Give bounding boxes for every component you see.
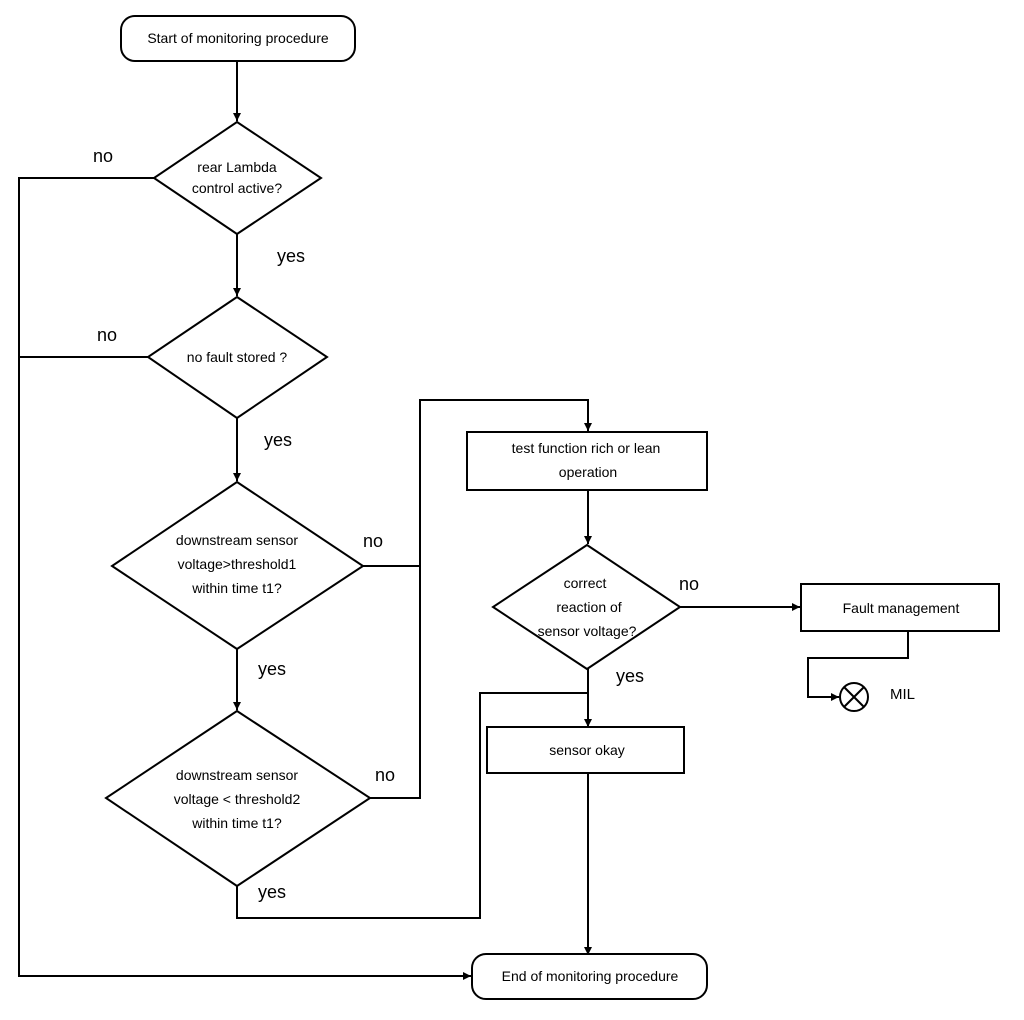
edge-label-yes: yes	[258, 659, 286, 679]
sensor-okay-label: sensor okay	[549, 742, 624, 758]
decision-label-line: voltage < threshold2	[174, 791, 301, 807]
decision-label-line: control active?	[192, 180, 282, 196]
edge-label-no: no	[363, 531, 383, 551]
edge-label-no: no	[375, 765, 395, 785]
decision-label-line: voltage>threshold1	[178, 556, 297, 572]
edge-labels: no yes no yes no yes no yes no yes	[93, 146, 699, 902]
edge-label-no: no	[93, 146, 113, 166]
edge-label-yes: yes	[277, 246, 305, 266]
decision-label-line: reaction of	[556, 599, 621, 615]
decision-threshold1: downstream sensor voltage>threshold1 wit…	[110, 480, 365, 651]
edge-label-yes: yes	[258, 882, 286, 902]
decision-label-line: downstream sensor	[176, 767, 299, 783]
process-sensor-okay: sensor okay	[486, 726, 685, 774]
decision-threshold2: downstream sensor voltage < threshold2 w…	[104, 709, 372, 888]
decision-label-line: no fault stored ?	[187, 349, 288, 365]
edge-threshold2-no	[370, 399, 592, 799]
connectors	[18, 62, 909, 980]
decision-rear-lambda: rear Lambda control active?	[152, 120, 323, 236]
process-label-line: test function rich or lean	[512, 440, 661, 456]
mil-lamp: MIL	[839, 682, 915, 712]
edge-label-yes: yes	[264, 430, 292, 450]
decision-label-line: within time t1?	[191, 580, 282, 596]
edge-rear-lambda-no	[18, 177, 471, 980]
process-fault-management: Fault management	[800, 583, 1000, 632]
edge-label-yes: yes	[616, 666, 644, 686]
start-node: Start of monitoring procedure	[120, 15, 356, 62]
decision-label-line: correct	[564, 575, 607, 591]
edge-label-no: no	[97, 325, 117, 345]
end-node: End of monitoring procedure	[471, 953, 708, 1000]
edge-threshold2-yes	[236, 692, 588, 919]
decision-label-line: within time t1?	[191, 815, 282, 831]
process-label-line: operation	[559, 464, 617, 480]
decision-label-line: sensor voltage?	[538, 623, 637, 639]
edge-label-no: no	[679, 574, 699, 594]
decision-label-line: downstream sensor	[176, 532, 299, 548]
process-test-function: test function rich or lean operation	[466, 431, 708, 491]
fault-management-label: Fault management	[843, 600, 960, 616]
mil-label: MIL	[890, 686, 915, 703]
end-label: End of monitoring procedure	[502, 968, 679, 984]
edge-fault-to-mil	[807, 632, 909, 701]
decision-label-line: rear Lambda	[197, 159, 277, 175]
decision-no-fault: no fault stored ?	[146, 295, 329, 420]
start-label: Start of monitoring procedure	[147, 30, 329, 46]
decision-correct-reaction: correct reaction of sensor voltage?	[491, 543, 682, 671]
